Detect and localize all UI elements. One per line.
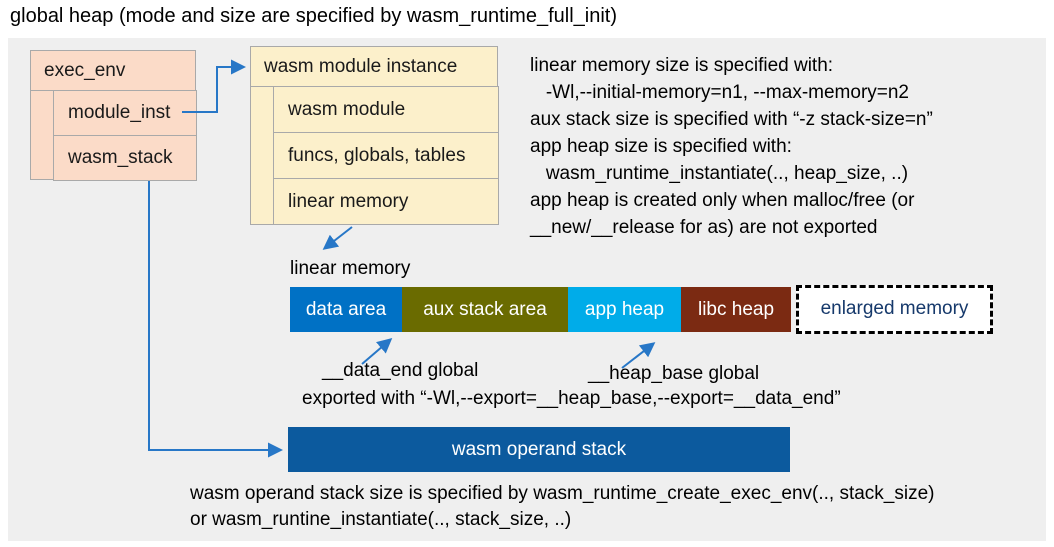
linear-memory-label: linear memory (290, 258, 411, 279)
exec-env-title: exec_env (31, 51, 195, 91)
heap-base-global-label: __heap_base global (588, 363, 760, 384)
wasm-module-instance-title: wasm module instance (251, 47, 497, 87)
note-line: __new/__release for as) are not exported (530, 217, 878, 238)
wasm-operand-stack-bar: wasm operand stack (288, 427, 790, 472)
page-title: global heap (mode and size are specified… (10, 5, 617, 27)
note-line: app heap is created only when malloc/fre… (530, 190, 915, 211)
note-line: aux stack size is specified with “-z sta… (530, 109, 933, 130)
note-line: app heap size is specified with: (530, 136, 792, 157)
exec-env-row-wasm-stack: wasm_stack (53, 135, 197, 181)
segment-aux-stack-area: aux stack area (402, 287, 568, 332)
data-end-global-label: __data_end global (322, 360, 479, 381)
note-line: linear memory size is specified with: (530, 55, 834, 76)
note-line: wasm_runtime_instantiate(.., heap_size, … (530, 163, 909, 184)
note-line: wasm operand stack size is specified by … (190, 483, 935, 504)
instance-row-funcs-globals-tables: funcs, globals, tables (273, 132, 499, 179)
linear-memory-notes: linear memory size is specified with: -W… (530, 52, 933, 241)
exec-env-box: exec_env module_inst wasm_stack (30, 50, 197, 181)
operand-stack-notes: wasm operand stack size is specified by … (190, 481, 935, 533)
note-line: -Wl,--initial-memory=n1, --max-memory=n2 (530, 82, 909, 103)
wasm-module-instance-box: wasm module instance wasm module funcs, … (250, 46, 499, 225)
segment-libc-heap: libc heap (681, 287, 791, 332)
segment-app-heap: app heap (568, 287, 681, 332)
segment-enlarged-memory: enlarged memory (796, 285, 993, 334)
note-line: or wasm_runtine_instantiate(.., stack_si… (190, 509, 572, 530)
instance-row-wasm-module: wasm module (273, 86, 499, 133)
export-flags-label: exported with “-Wl,--export=__heap_base,… (302, 388, 841, 409)
exec-env-row-module-inst: module_inst (53, 90, 197, 136)
segment-data-area: data area (290, 287, 402, 332)
instance-row-linear-memory: linear memory (273, 178, 499, 225)
